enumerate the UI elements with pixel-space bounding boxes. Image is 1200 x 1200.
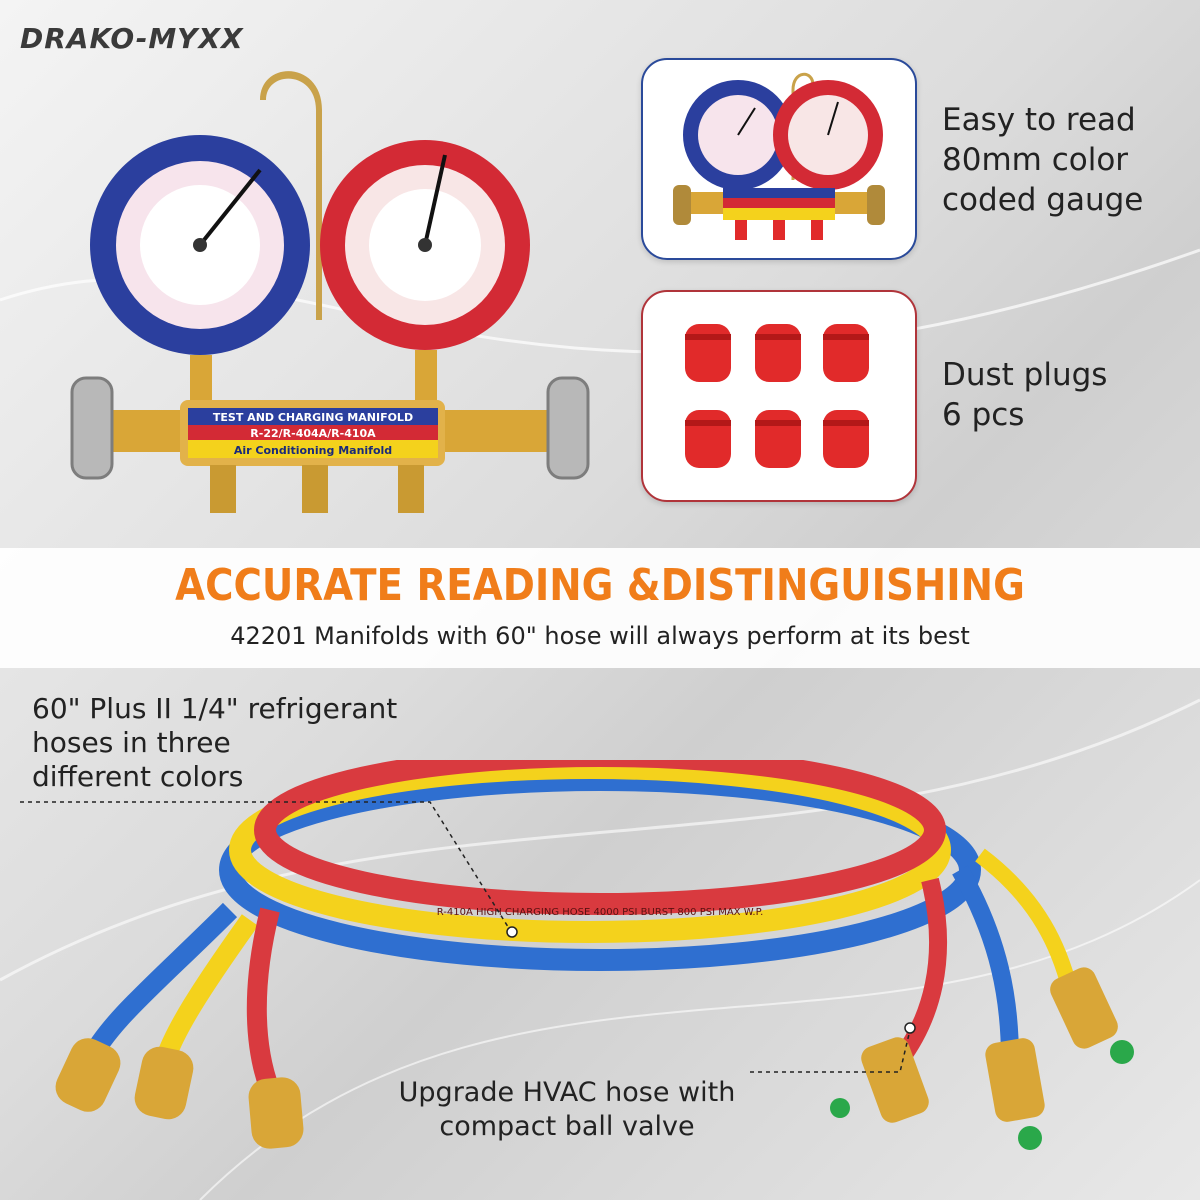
valve-callout-line: Upgrade HVAC hose with [398,1077,736,1108]
dust-plug-inset-card [641,290,917,502]
feature-gauge-line: Easy to read [942,102,1136,138]
feature-plugs-line: Dust plugs [942,357,1108,393]
feature-gauge-line: 80mm color [942,142,1129,178]
manifold-gauge-set-icon: TEST AND CHARGING MANIFOLD R-22/R-404A/R… [70,71,590,513]
headline-band [0,548,1200,668]
feature-gauge-text: Easy to read 80mm color coded gauge [942,100,1143,220]
gauge-inset-card [641,58,917,260]
valve-callout-line: compact ball valve [439,1111,695,1142]
hose-callout-line: hoses in three [32,726,231,759]
hose-callout-line: different colors [32,760,244,793]
hose-callout: 60" Plus II 1/4" refrigerant hoses in th… [32,692,397,794]
feature-plugs-line: 6 pcs [942,397,1025,433]
color-coded-gauge-icon [673,72,885,240]
headline: ACCURATE READING &DISTINGUISHING [175,560,1025,611]
hose-print: R-410A HIGH CHARGING HOSE 4000 PSI BURST… [437,907,764,918]
feature-gauge-line: coded gauge [942,182,1144,218]
manifold-label-subtitle: Air Conditioning Manifold [234,444,392,457]
brand-logo: DRAKO-MYXX [20,22,244,55]
hose-callout-line: 60" Plus II 1/4" refrigerant [32,692,398,725]
dust-plug-icon [685,324,869,468]
valve-callout: Upgrade HVAC hose with compact ball valv… [384,1076,750,1144]
subheadline: 42201 Manifolds with 60" hose will alway… [230,622,970,650]
manifold-label-refrigerants: R-22/R-404A/R-410A [250,427,376,440]
manifold-label-title: TEST AND CHARGING MANIFOLD [213,411,413,424]
feature-plugs-text: Dust plugs 6 pcs [942,355,1107,435]
refrigerant-hose-icon: R-410A HIGH CHARGING HOSE 4000 PSI BURST… [20,760,1134,1150]
